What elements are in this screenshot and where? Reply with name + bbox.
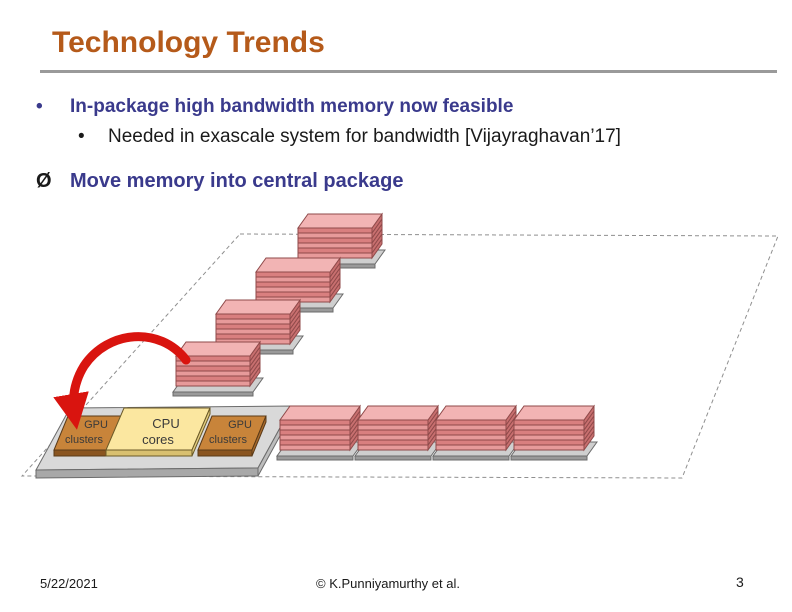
memory-stack-front-1 [276, 404, 364, 461]
bullet-2: Ø Move memory into central package [36, 170, 403, 193]
title-divider [40, 70, 777, 73]
sub-bullet-1-text: Needed in exascale system for bandwidth … [108, 126, 621, 147]
sub-bullet-1: • Needed in exascale system for bandwidth… [78, 126, 621, 148]
page-number: 3 [736, 574, 744, 590]
gpu-right-label-2: clusters [209, 434, 247, 446]
memory-stack-front-4 [510, 404, 598, 461]
bullet-1: • In-package high bandwidth memory now fe… [36, 96, 513, 118]
sub-bullet-1-mark: • [78, 126, 85, 147]
bullet-1-text: In-package high bandwidth memory now fea… [70, 96, 514, 117]
footer-date: 5/22/2021 [40, 576, 98, 591]
cpu-label-2: cores [142, 432, 174, 447]
memory-stack-front-3 [432, 404, 520, 461]
gpu-left-label-1: GPU [84, 419, 108, 431]
gpu-left-label-2: clusters [65, 434, 103, 446]
memory-stack-front-2 [354, 404, 442, 461]
memory-stack-back-4 [172, 340, 264, 397]
gpu-clusters-right-chip: GPU clusters [197, 415, 267, 457]
bullet-1-mark: • [36, 96, 43, 117]
bullet-2-text: Move memory into central package [70, 170, 404, 192]
gpu-right-label-1: GPU [228, 419, 252, 431]
slide-title: Technology Trends [52, 26, 325, 59]
move-memory-arrow [53, 332, 191, 430]
package-outline [20, 233, 779, 479]
footer-author: © K.Punniyamurthy et al. [316, 576, 460, 591]
arrow-bullet-icon: Ø [36, 170, 52, 192]
cpu-label-1: CPU [152, 416, 179, 431]
cpu-cores-chip: CPU cores [105, 407, 211, 457]
